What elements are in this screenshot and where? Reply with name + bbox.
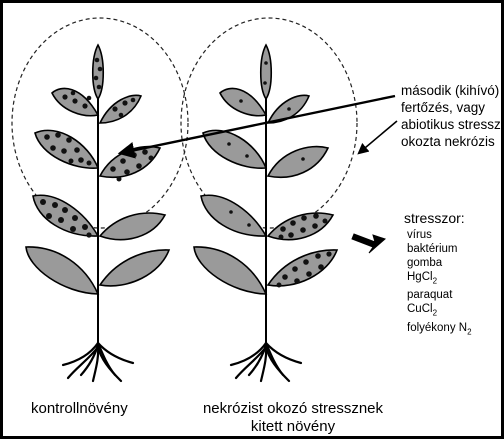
control-leaf	[26, 247, 98, 294]
treated-leaf	[268, 213, 333, 240]
challenge-note-line: fertőzés, vagy	[401, 99, 501, 116]
treated-plant	[194, 45, 337, 381]
treated-leaf	[268, 147, 328, 178]
control-leaf	[100, 250, 169, 286]
treated-leaf	[220, 88, 266, 115]
control-roots	[63, 343, 133, 381]
treated-caption-line-1: nekrózist okozó stressznek	[181, 400, 405, 418]
stressor-item: baktérium	[407, 242, 472, 256]
control-leaf	[93, 45, 104, 99]
stressor-item: paraquat	[407, 288, 472, 302]
stressor-arrow	[352, 234, 385, 253]
control-leaf	[100, 213, 165, 240]
challenge-note-line: okozta nekrózis	[401, 133, 501, 150]
stressor-item: folyékony N2	[407, 321, 472, 339]
control-caption: kontrollnövény	[31, 400, 128, 417]
challenge-note-line: második (kihívó)	[401, 82, 501, 99]
treated-leaf	[194, 247, 266, 294]
treated-roots	[231, 343, 301, 381]
stressor-item: vírus	[407, 228, 472, 242]
arrow-to-treated-zone	[359, 121, 397, 153]
treated-caption-line-2: kitett növény	[181, 418, 405, 436]
stressor-item: gomba	[407, 256, 472, 270]
stressor-item: CuCl2	[407, 302, 472, 320]
stressor-list: vírus baktérium gomba HgCl2 paraquat CuC…	[407, 228, 472, 339]
challenge-note: második (kihívó) fertőzés, vagy abiotiku…	[401, 82, 501, 150]
treated-leaf	[268, 250, 337, 286]
treated-leaf	[261, 45, 272, 99]
treated-leaf	[203, 130, 266, 168]
stressor-item: HgCl2	[407, 270, 472, 288]
stressor-title: stresszor:	[404, 210, 465, 226]
control-plant	[26, 45, 169, 381]
treated-leaf	[201, 195, 266, 236]
treated-caption: nekrózist okozó stressznek kitett növény	[181, 400, 405, 436]
challenge-note-line: abiotikus stressz	[401, 116, 501, 133]
